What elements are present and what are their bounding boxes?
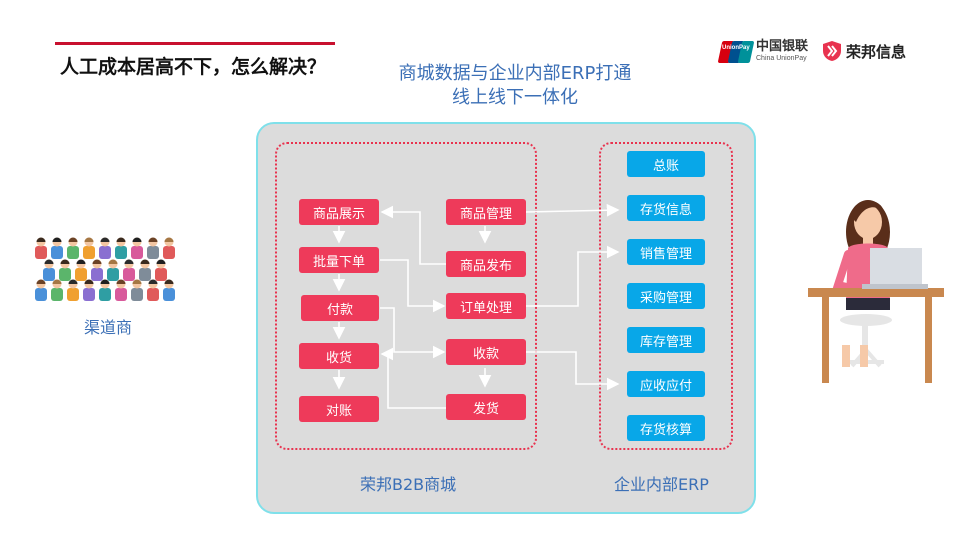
node-sales-management: 销售管理 (627, 239, 705, 265)
person-figure (163, 279, 175, 301)
node-product-publish: 商品发布 (446, 251, 526, 277)
arrow-collect-to-ar-ap (526, 351, 620, 391)
person-figure (115, 237, 127, 259)
node-shipping: 发货 (446, 394, 526, 420)
unionpay-badge-text: UnionPay (722, 44, 750, 51)
node-product-display: 商品展示 (299, 199, 379, 225)
person-figure (147, 279, 159, 301)
person-figure (35, 279, 47, 301)
arrow-ship-to-receive (380, 347, 446, 409)
person-figure (51, 279, 63, 301)
person-figure (123, 259, 135, 281)
person-figure (99, 279, 111, 301)
b2b-mall-zone (275, 142, 537, 450)
node-collection: 收款 (446, 339, 526, 365)
person-figure (131, 237, 143, 259)
person-figure (75, 259, 87, 281)
arrow-publish-to-display (380, 205, 446, 265)
node-receive-goods: 收货 (299, 343, 379, 369)
person-figure (115, 279, 127, 301)
person-figure (43, 259, 55, 281)
subtitle-line-2: 线上线下一体化 (452, 87, 578, 108)
node-general-ledger: 总账 (627, 151, 705, 177)
node-reconcile: 对账 (299, 396, 379, 422)
node-stock-management: 库存管理 (627, 327, 705, 353)
person-figure (107, 259, 119, 281)
person-figure (35, 237, 47, 259)
person-figure (83, 279, 95, 301)
person-figure (67, 237, 79, 259)
node-inventory-info: 存货信息 (627, 195, 705, 221)
person-figure (83, 237, 95, 259)
person-figure (155, 259, 167, 281)
person-figure (67, 279, 79, 301)
node-order-processing: 订单处理 (446, 293, 526, 319)
node-ar-ap: 应收应付 (627, 371, 705, 397)
arrow-mgmt-to-inventory-info (525, 203, 620, 217)
rongbang-name: 荣邦信息 (846, 42, 907, 61)
diagram-subtitle: 商城数据与企业内部ERP打通 线上线下一体化 (365, 62, 665, 110)
b2b-mall-label: 荣邦B2B商城 (360, 475, 457, 494)
person-figure (99, 237, 111, 259)
person-figure (131, 279, 143, 301)
person-figure (163, 237, 175, 259)
node-product-management: 商品管理 (446, 199, 526, 225)
node-bulk-order: 批量下单 (299, 247, 379, 273)
person-figure (139, 259, 151, 281)
unionpay-badge-icon: UnionPay (717, 40, 755, 63)
person-figure (59, 259, 71, 281)
rongbang-logo: 荣邦信息 (822, 40, 906, 62)
erp-label: 企业内部ERP (614, 475, 709, 494)
arrow-processing-to-sales (526, 245, 620, 307)
node-inventory-accounting: 存货核算 (627, 415, 705, 441)
channel-label: 渠道商 (84, 318, 133, 337)
rongbang-shield-icon (823, 41, 841, 61)
page-heading: 人工成本居高不下，怎么解决？ (60, 56, 327, 78)
person-figure (147, 237, 159, 259)
unionpay-en-name: China UnionPay (756, 55, 807, 62)
arrow-pay-to-collect (380, 307, 446, 359)
unionpay-cn-name: 中国银联 (756, 39, 809, 54)
node-purchase-management: 采购管理 (627, 283, 705, 309)
node-payment: 付款 (301, 295, 379, 321)
person-figure (51, 237, 63, 259)
arrow-order-to-processing (380, 259, 446, 313)
person-figure (91, 259, 103, 281)
subtitle-line-1: 商城数据与企业内部ERP打通 (398, 63, 632, 84)
unionpay-logo: UnionPay 中国银联 China UnionPay (717, 39, 809, 63)
title-accent-line (55, 42, 335, 45)
erp-zone (599, 142, 733, 450)
